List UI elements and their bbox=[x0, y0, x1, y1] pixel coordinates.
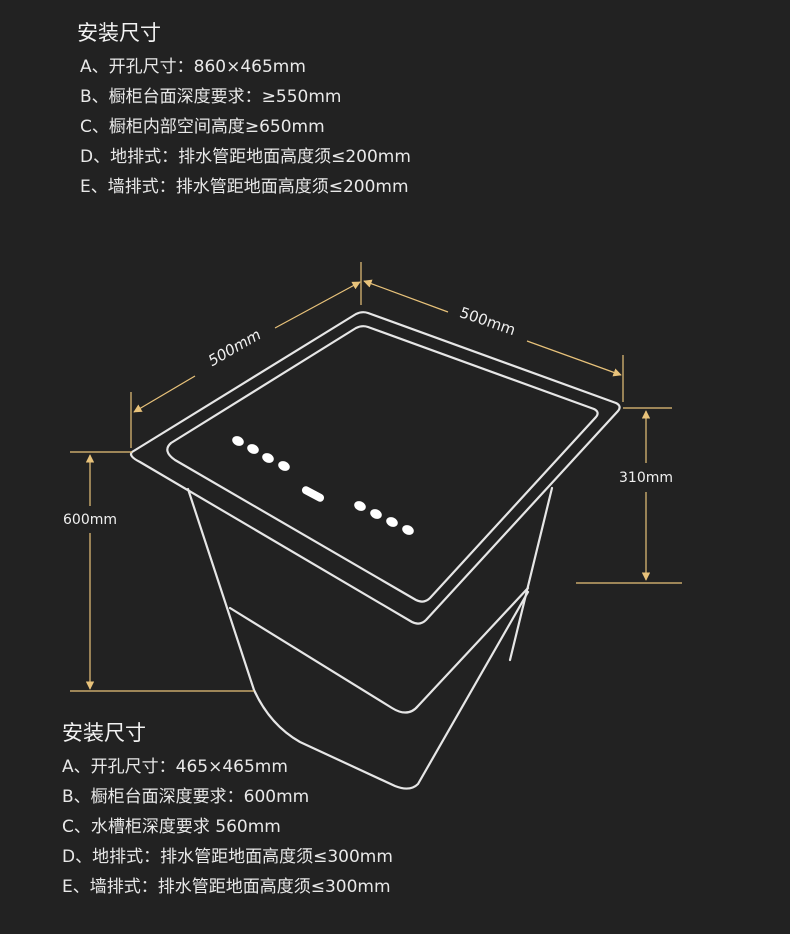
spec-top-item-d: D、地排式：排水管距地面高度须≤200mm bbox=[80, 147, 411, 167]
sink-right-wall bbox=[508, 486, 554, 662]
sink-left-wall bbox=[186, 487, 530, 790]
spec-bottom-item-a: A、开孔尺寸：465×465mm bbox=[62, 757, 288, 777]
dimension-lines bbox=[70, 262, 682, 692]
spec-top-item-b: B、橱柜台面深度要求：≥550mm bbox=[80, 87, 342, 107]
sink-illustration bbox=[129, 311, 621, 790]
spec-bottom-item-e: E、墙排式：排水管距地面高度须≤300mm bbox=[62, 877, 391, 897]
dim-label-left-top: 500mm bbox=[205, 325, 264, 370]
spec-bottom-item-b: B、橱柜台面深度要求：600mm bbox=[62, 787, 310, 807]
spec-bottom-block: 安装尺寸 A、开孔尺寸：465×465mm B、橱柜台面深度要求：600mm C… bbox=[62, 718, 393, 902]
dim-label-right-top: 500mm bbox=[457, 303, 518, 339]
spec-top-item-e: E、墙排式：排水管距地面高度须≤200mm bbox=[80, 177, 409, 197]
spec-top-title: 安装尺寸 bbox=[77, 21, 161, 45]
sink-mid-tier bbox=[228, 586, 530, 714]
spec-top-item-c: C、橱柜内部空间高度≥650mm bbox=[80, 117, 325, 137]
spec-top-block: 安装尺寸 A、开孔尺寸：860×465mm B、橱柜台面深度要求：≥550mm … bbox=[77, 18, 411, 202]
spec-bottom-item-c: C、水槽柜深度要求 560mm bbox=[62, 817, 281, 837]
spec-bottom-title: 安装尺寸 bbox=[62, 721, 146, 745]
sink-outer-rim bbox=[129, 311, 621, 625]
sink-inner-rim bbox=[166, 325, 599, 603]
dim-label-right-height: 310mm bbox=[619, 470, 673, 486]
dim-label-left-height: 600mm bbox=[63, 512, 117, 528]
spec-bottom-item-d: D、地排式：排水管距地面高度须≤300mm bbox=[62, 847, 393, 867]
control-dots bbox=[232, 436, 414, 535]
spec-top-item-a: A、开孔尺寸：860×465mm bbox=[80, 57, 306, 77]
